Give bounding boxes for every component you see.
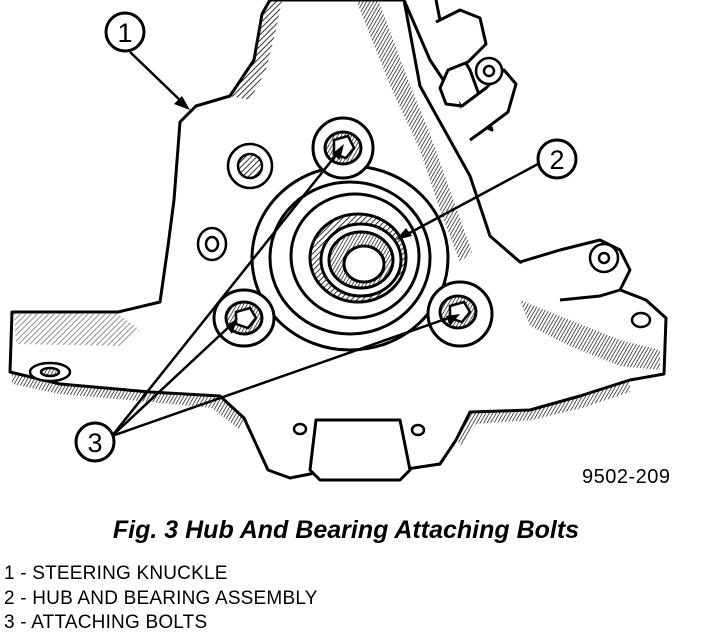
knuckle-shading — [520, 300, 660, 370]
knuckle-shading — [12, 372, 244, 430]
callout-number: 3 — [87, 428, 102, 458]
attaching-bolt-left — [212, 288, 276, 348]
callout-1: 1 — [104, 11, 146, 53]
callout-3: 3 — [74, 421, 116, 463]
callout-number: 2 — [549, 145, 564, 175]
figure-code: 9502-209 — [582, 466, 671, 488]
leader-lines — [111, 51, 539, 438]
knuckle-lower-pad — [28, 361, 72, 383]
legend-item-1: 1 - STEERING KNUCKLE — [4, 563, 228, 584]
hub-bearing-assembly — [250, 164, 450, 352]
callout-number: 1 — [117, 18, 132, 48]
knuckle-shading — [230, 0, 282, 100]
legend-item-2: 2 - HUB AND BEARING ASSEMBLY — [4, 587, 318, 609]
knuckle-mount-holes — [196, 56, 652, 437]
legend-item-3: 3 - ATTACHING BOLTS — [4, 612, 208, 633]
leader-arrowheads — [174, 96, 460, 334]
figure-caption: Fig. 3 Hub And Bearing Attaching Bolts — [112, 516, 580, 544]
callout-2: 2 — [536, 138, 578, 180]
knuckle-shading — [456, 380, 630, 446]
hub-bearing-diagram: 1 2 3 — [8, 0, 668, 482]
knuckle-shading — [14, 314, 140, 346]
knuckle-shading — [356, 0, 472, 262]
legend: 1 - STEERING KNUCKLE 2 - HUB AND BEARING… — [4, 562, 318, 636]
